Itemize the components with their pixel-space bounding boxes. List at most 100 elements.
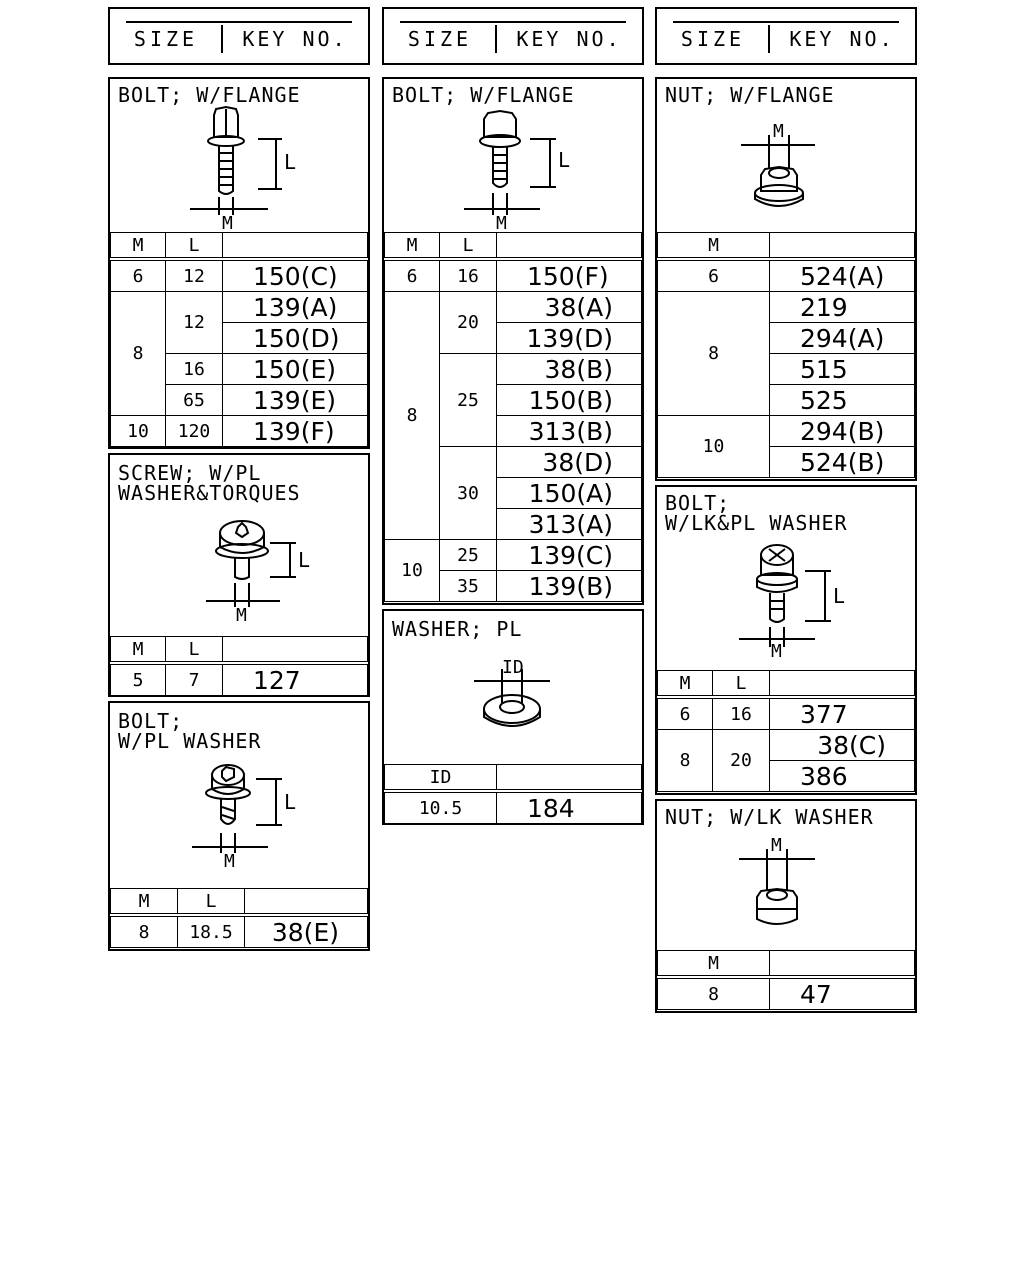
key-no: 150(C) — [222, 258, 368, 292]
cell: 6 — [657, 696, 713, 730]
key-no: 524(B) — [769, 446, 915, 478]
cell: 35 — [439, 570, 497, 602]
key-no: 139(F) — [222, 415, 368, 447]
bolt-pl-drawing: L M — [192, 764, 296, 872]
key-no: 47 — [769, 976, 915, 1010]
cell: 16 — [439, 258, 497, 292]
bolt-icon — [207, 105, 245, 195]
size-label: SIZE — [680, 27, 746, 51]
dim-m-label: M — [236, 605, 247, 626]
dim-m-label: M — [222, 213, 233, 231]
hex-bolt-washer-icon — [205, 764, 251, 825]
col-l: L — [177, 888, 245, 917]
dimension-lines — [192, 778, 282, 853]
size-label: SIZE — [407, 27, 473, 51]
key-no: 313(A) — [496, 508, 642, 540]
key-no: 139(C) — [496, 539, 642, 571]
cell: 20 — [712, 729, 770, 792]
cell: 8 — [657, 976, 770, 1010]
cell: 12 — [165, 258, 223, 292]
key-no: 377 — [769, 696, 915, 730]
col-m: M — [110, 636, 166, 665]
size-key-header: SIZE KEY NO. — [655, 7, 917, 65]
cell: 16 — [712, 696, 770, 730]
panel-title: BOLT; W/PL WASHER — [118, 709, 262, 753]
key-no: 139(E) — [222, 384, 368, 416]
cell: 65 — [165, 384, 223, 416]
panel-title: NUT; W/FLANGE — [665, 83, 835, 107]
panel-title: BOLT; W/FLANGE — [392, 83, 575, 107]
cell: 8 — [657, 291, 770, 416]
col-m: M — [110, 888, 178, 917]
dimension-lines — [190, 138, 282, 215]
cell: 20 — [439, 291, 497, 354]
flange-nut-icon — [754, 165, 804, 207]
cell: 6 — [384, 258, 440, 292]
cell: 12 — [165, 291, 223, 354]
key-no: 515 — [769, 353, 915, 385]
key-no: 386 — [769, 760, 915, 792]
cell: 8 — [110, 914, 178, 948]
cell: 7 — [165, 662, 223, 696]
dim-id-label: ID — [502, 657, 524, 678]
key-no: 219 — [769, 291, 915, 323]
cell: 25 — [439, 539, 497, 571]
key-no: 139(B) — [496, 570, 642, 602]
cell: 120 — [165, 415, 223, 447]
washer-icon — [483, 694, 541, 727]
key-no: 525 — [769, 384, 915, 416]
col-l: L — [712, 670, 770, 699]
dimension-lines — [474, 669, 550, 703]
col-m: M — [110, 232, 166, 261]
bolt-flange-drawing: L M — [464, 109, 570, 231]
cell: 8 — [110, 291, 166, 416]
col-id: ID — [384, 764, 497, 793]
col-m: M — [384, 232, 440, 261]
screw-drawing: L M — [206, 520, 310, 626]
cell: 6 — [657, 258, 770, 292]
bolt-icon — [479, 109, 521, 188]
cell: 10.5 — [384, 790, 497, 824]
column-1: SIZE KEY NO. BOLT; W/FLANGE L M — [108, 0, 370, 951]
dim-m-label: M — [771, 835, 782, 856]
washer-drawing: ID — [474, 657, 550, 727]
key-no: 38(C) — [769, 729, 915, 761]
dim-l-label: L — [558, 148, 570, 172]
panel-title: SCREW; W/PL WASHER&TORQUES — [118, 461, 301, 505]
column-2: SIZE KEY NO. BOLT; W/FLANGE L M M — [382, 0, 644, 825]
panel-title: BOLT; W/FLANGE — [118, 83, 301, 107]
col-l: L — [165, 636, 223, 665]
bolt-flange-drawing: L M — [190, 105, 296, 231]
col-l: L — [165, 232, 223, 261]
key-no: 38(A) — [496, 291, 642, 323]
dimension-lines — [464, 138, 556, 215]
key-no: 524(A) — [769, 258, 915, 292]
size-key-header: SIZE KEY NO. — [382, 7, 644, 65]
dim-l-label: L — [833, 584, 845, 608]
key-no: 150(E) — [222, 353, 368, 385]
dimension-lines — [206, 542, 296, 607]
key-no: 38(D) — [496, 446, 642, 478]
key-no: 150(B) — [496, 384, 642, 416]
key-no: 38(E) — [244, 914, 368, 948]
cell: 30 — [439, 446, 497, 540]
key-no: 294(A) — [769, 322, 915, 354]
nut-lk-drawing: M — [739, 835, 815, 925]
dimension-lines — [741, 135, 815, 169]
key-no: 139(A) — [222, 291, 368, 323]
key-no-label: KEY NO. — [516, 27, 622, 51]
panel-title: BOLT; W/LK&PL WASHER — [665, 491, 848, 535]
dim-l-label: L — [284, 150, 296, 174]
cell: 18.5 — [177, 914, 245, 948]
key-no: 294(B) — [769, 415, 915, 447]
